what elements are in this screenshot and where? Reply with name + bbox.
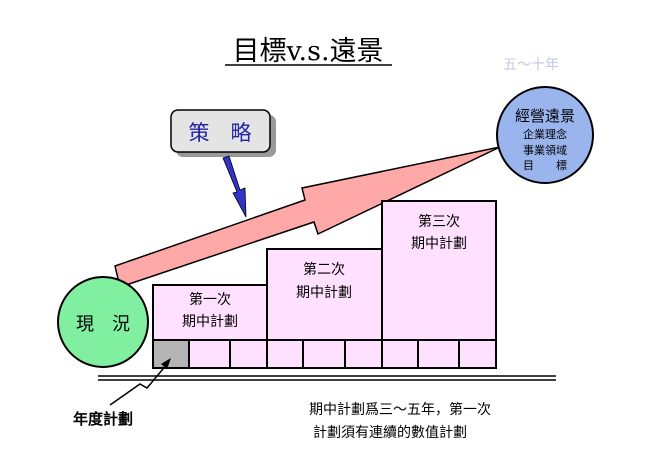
note-line-1: 期中計劃爲三～五年，第一次 — [309, 401, 491, 418]
strategy-box — [170, 109, 271, 153]
annual-cell-highlighted — [152, 339, 190, 369]
plan-1-line2: 期中計劃 — [182, 314, 238, 330]
annual-plan-pointer-head — [161, 358, 171, 369]
vision-line-1: 經營遠景 — [515, 107, 575, 125]
timeframe-label: 五～十年 — [503, 57, 559, 73]
plan-2-line2: 期中計劃 — [296, 285, 352, 301]
annual-cell — [381, 339, 419, 369]
annual-cell — [229, 339, 268, 369]
annual-cell — [417, 339, 460, 369]
annual-cell — [188, 339, 231, 369]
plan-box-2 — [266, 248, 383, 341]
growth-arrow — [114, 146, 501, 288]
title: 目標v.s.遠景 — [232, 36, 383, 67]
plan-2-line1: 第二次 — [303, 261, 345, 278]
vision-line-4: 目 標 — [523, 158, 567, 172]
plan-1-line1: 第一次 — [189, 291, 231, 308]
annual-cells — [152, 339, 497, 369]
annual-cell — [302, 339, 346, 369]
note-line-2: 計劃須有連續的數值計劃 — [313, 425, 467, 441]
annual-cell — [458, 339, 497, 369]
annual-cell — [266, 339, 304, 369]
annual-plan-pointer — [109, 362, 169, 406]
current-state-circle — [57, 276, 149, 368]
vision-line-2: 企業理念 — [523, 127, 567, 141]
annual-plan-label: 年度計劃 — [73, 410, 133, 428]
strategy-arrow — [222, 155, 247, 218]
plan-box-3 — [381, 200, 497, 341]
plan-3-line2: 期中計劃 — [411, 236, 467, 252]
vision-circle — [496, 86, 594, 184]
current-state-label: 現 況 — [76, 314, 130, 335]
strategy-label: 策 略 — [189, 121, 252, 145]
annual-cell — [344, 339, 383, 369]
plan-3-line1: 第三次 — [418, 213, 460, 230]
vision-line-3: 事業領域 — [523, 143, 567, 157]
